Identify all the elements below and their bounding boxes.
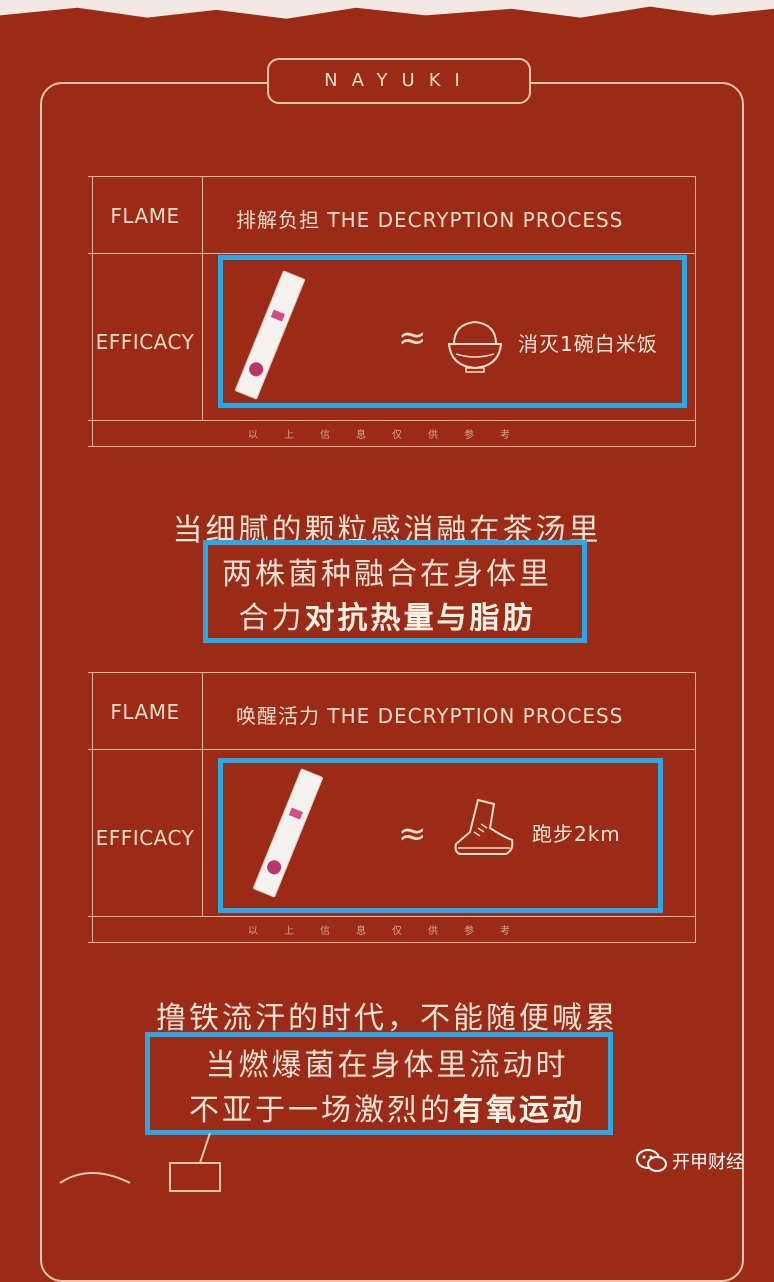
efficacy-label: EFFICACY bbox=[95, 826, 195, 850]
panel-header-row bbox=[88, 176, 696, 254]
info-panel-2: FLAME 唤醒活力 THE DECRYPTION PROCESS EFFICA… bbox=[88, 672, 696, 944]
disclaimer-note: 以上信息仅供参考 bbox=[248, 926, 536, 937]
panel-column-divider bbox=[202, 176, 203, 420]
panel-column-divider bbox=[202, 672, 203, 916]
panel-border-right bbox=[695, 176, 696, 446]
panel-border-right bbox=[695, 672, 696, 942]
highlight-box-headline-1 bbox=[203, 540, 587, 643]
highlight-box-efficacy-1 bbox=[218, 255, 687, 408]
disclaimer-note: 以上信息仅供参考 bbox=[248, 430, 536, 441]
info-panel-1: FLAME 排解负担 THE DECRYPTION PROCESS EFFICA… bbox=[88, 176, 696, 448]
headline-2-line-2: 当燃爆菌在身体里流动时 bbox=[205, 1048, 569, 1083]
panel-efficacy-row bbox=[88, 252, 696, 421]
approx-symbol: ≈ bbox=[398, 814, 427, 854]
efficacy-result: 消灭1碗白米饭 bbox=[518, 332, 658, 356]
headline-1-line-3-prefix: 合力 bbox=[238, 601, 305, 636]
bottom-decoration-illustration bbox=[59, 1132, 221, 1192]
efficacy-result: 跑步2km bbox=[532, 822, 621, 846]
highlight-box-headline-2 bbox=[145, 1032, 613, 1135]
panel-bottom-line bbox=[88, 942, 696, 943]
headline-2-line-3-prefix: 不亚于一场激烈的 bbox=[189, 1093, 453, 1128]
headline-2-line-3: 不亚于一场激烈的有氧运动 bbox=[0, 1085, 774, 1129]
headline-1-line-3-bold: 对抗热量与脂肪 bbox=[304, 601, 536, 636]
panel-border-left bbox=[92, 176, 93, 446]
panel-border-left bbox=[92, 672, 93, 942]
panel-title: 排解负担 THE DECRYPTION PROCESS bbox=[236, 208, 624, 232]
running-shoe-icon bbox=[454, 798, 514, 855]
brand-badge: NAYUKI bbox=[267, 58, 531, 104]
panel-title: 唤醒活力 THE DECRYPTION PROCESS bbox=[236, 704, 624, 728]
panel-efficacy-row bbox=[88, 748, 696, 917]
headline-2-line-1: 撸铁流汗的时代，不能随便喊累 bbox=[156, 1001, 618, 1036]
efficacy-label: EFFICACY bbox=[95, 330, 195, 354]
panel-bottom-line bbox=[88, 446, 696, 447]
footer-watermark: 开甲财经 bbox=[672, 1152, 744, 1173]
panel-header-row bbox=[88, 672, 696, 750]
rice-bowl-icon bbox=[447, 320, 503, 373]
wechat-icon bbox=[636, 1149, 667, 1172]
approx-symbol: ≈ bbox=[398, 318, 427, 358]
headline-1-line-3: 合力对抗热量与脂肪 bbox=[0, 593, 774, 637]
torn-paper-edge bbox=[0, 0, 774, 19]
headline-1-line-2: 两株菌种融合在身体里 bbox=[222, 557, 552, 592]
flame-label: FLAME bbox=[110, 204, 180, 228]
headline-2-line-3-bold: 有氧运动 bbox=[453, 1093, 585, 1128]
highlight-box-efficacy-2 bbox=[218, 758, 663, 913]
flame-label: FLAME bbox=[110, 700, 180, 724]
